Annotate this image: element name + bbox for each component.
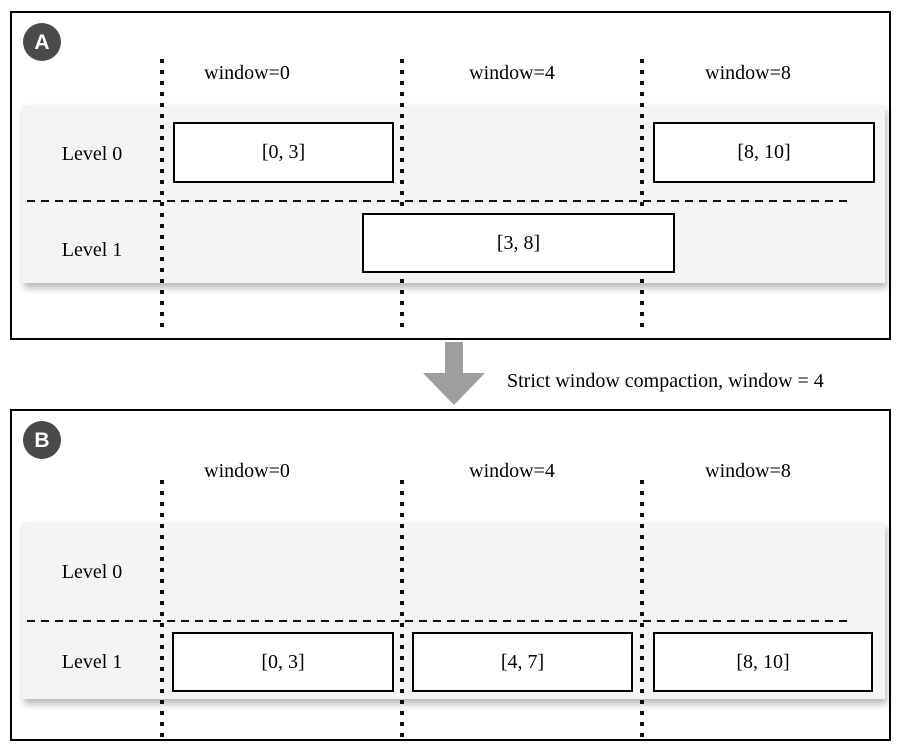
window-boundary-line-0 <box>160 59 164 328</box>
level-0-label: Level 0 <box>61 561 123 583</box>
interval-box: [8, 10] <box>653 632 873 692</box>
level-1-label: Level 1 <box>61 239 123 261</box>
panel-b-badge: B <box>23 421 61 459</box>
level-1-label: Level 1 <box>61 651 123 673</box>
panel-b: B window=0 window=4 window=8 Level 0 Lev… <box>10 409 891 741</box>
interval-box: [3, 8] <box>362 213 675 273</box>
level-separator-line <box>27 620 852 622</box>
window-label-0: window=0 <box>204 460 290 482</box>
panel-a-badge: A <box>23 23 61 61</box>
window-label-8: window=8 <box>705 460 791 482</box>
window-boundary-line-8 <box>640 480 644 739</box>
window-label-0: window=0 <box>204 62 290 84</box>
panel-a: A window=0 window=4 window=8 Level 0 Lev… <box>10 11 891 340</box>
window-boundary-line-0 <box>160 480 164 739</box>
down-arrow-icon <box>445 342 463 374</box>
window-label-4: window=4 <box>469 460 555 482</box>
window-label-8: window=8 <box>705 62 791 84</box>
level-separator-line <box>27 200 852 202</box>
down-arrow-head-icon <box>423 373 485 405</box>
transition-label: Strict window compaction, window = 4 <box>507 370 824 392</box>
interval-box: [0, 3] <box>173 122 394 183</box>
level-0-label: Level 0 <box>61 143 123 165</box>
window-label-4: window=4 <box>469 62 555 84</box>
window-boundary-line-8 <box>640 59 644 328</box>
window-boundary-line-4 <box>400 59 404 328</box>
interval-box: [0, 3] <box>172 632 394 692</box>
interval-box: [8, 10] <box>653 122 875 183</box>
window-boundary-line-4 <box>400 480 404 739</box>
interval-box: [4, 7] <box>412 632 633 692</box>
